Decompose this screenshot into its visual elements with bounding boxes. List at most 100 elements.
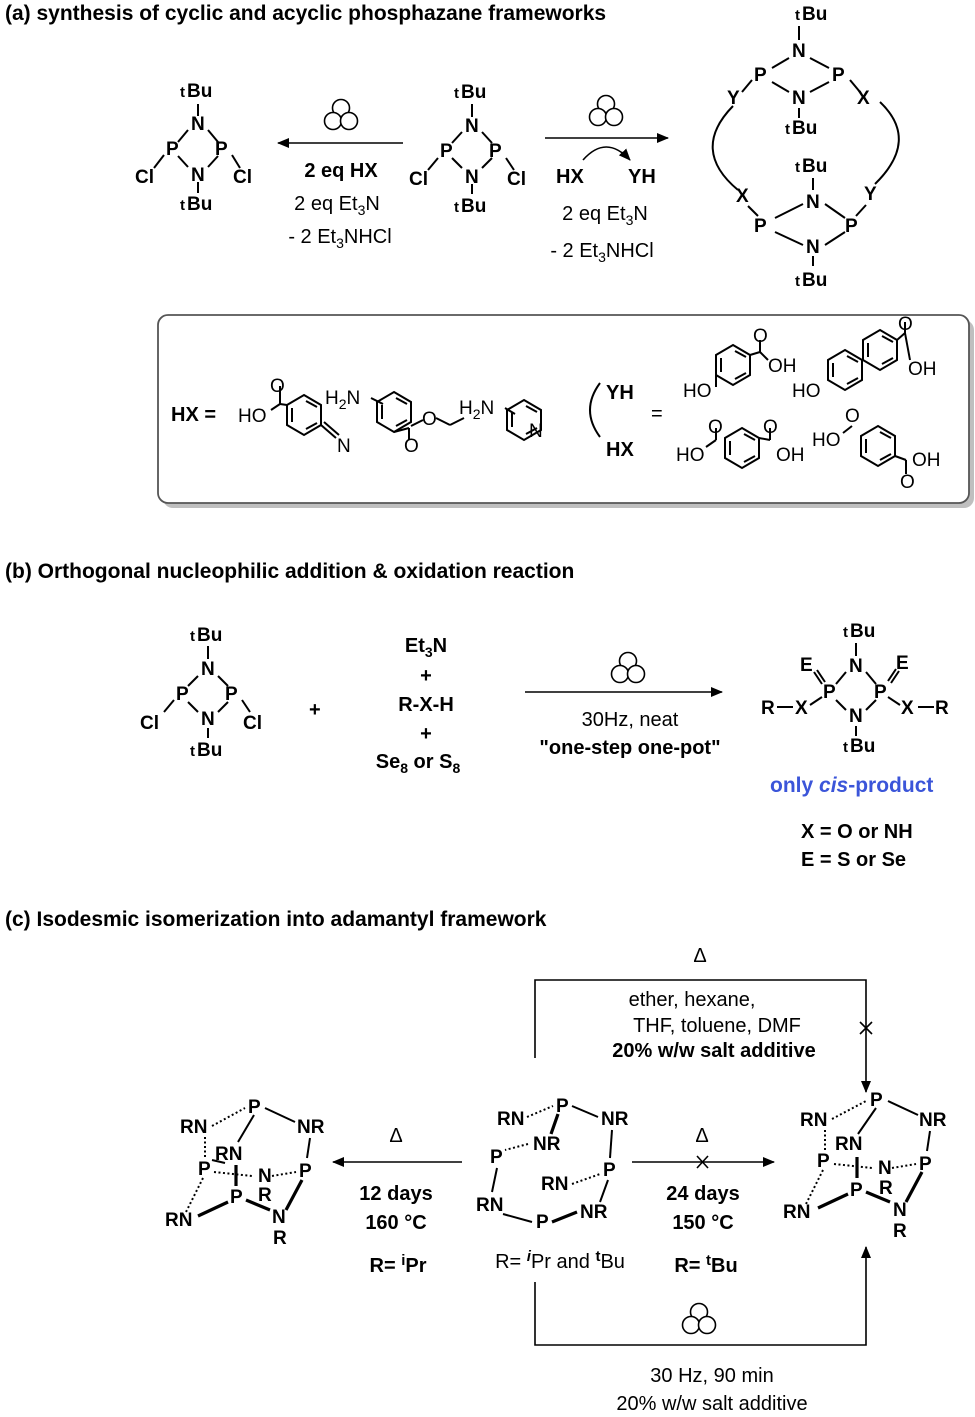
svg-text:P: P bbox=[845, 216, 858, 237]
svg-text:t: t bbox=[843, 739, 848, 756]
svg-text:Bu: Bu bbox=[197, 625, 222, 646]
svg-text:P: P bbox=[225, 684, 238, 705]
svg-text:O: O bbox=[270, 376, 285, 397]
svg-text:O: O bbox=[845, 406, 860, 427]
svg-text:Bu: Bu bbox=[792, 118, 817, 139]
svg-text:N: N bbox=[337, 436, 351, 457]
panel-a-heading: (a) synthesis of cyclic and acyclic phos… bbox=[5, 2, 606, 25]
svg-text:Cl: Cl bbox=[409, 169, 428, 190]
svg-text:OH: OH bbox=[776, 445, 805, 466]
temperature-160: 160 °C bbox=[365, 1212, 426, 1234]
temperature-150: 150 °C bbox=[672, 1212, 733, 1234]
svg-text:t: t bbox=[180, 84, 185, 101]
svg-text:HO: HO bbox=[792, 381, 821, 402]
svg-text:P: P bbox=[489, 141, 502, 162]
svg-text:X: X bbox=[901, 698, 914, 719]
condition-et3n-right: 2 eq Et3N bbox=[562, 203, 648, 228]
svg-text:Bu: Bu bbox=[187, 194, 212, 215]
svg-text:t: t bbox=[795, 159, 800, 176]
svg-text:P: P bbox=[870, 1090, 883, 1111]
svg-text:R: R bbox=[258, 1185, 272, 1206]
salt-additive-top: 20% w/w salt additive bbox=[612, 1040, 815, 1062]
condition-one-pot: "one-step one-pot" bbox=[539, 737, 720, 759]
svg-text:N: N bbox=[201, 659, 215, 680]
svg-text:H2N: H2N bbox=[459, 398, 494, 422]
svg-text:P: P bbox=[919, 1154, 932, 1175]
svg-text:O: O bbox=[753, 326, 768, 347]
svg-text:R: R bbox=[761, 698, 775, 719]
svg-text:Cl: Cl bbox=[135, 167, 154, 188]
svg-text:t: t bbox=[454, 199, 459, 216]
svg-text:O: O bbox=[900, 472, 915, 493]
condition-et3n: 2 eq Et3N bbox=[294, 193, 380, 218]
svg-text:Cl: Cl bbox=[507, 169, 526, 190]
svg-text:RN: RN bbox=[497, 1109, 524, 1130]
svg-text:RN: RN bbox=[783, 1202, 810, 1223]
svg-text:N: N bbox=[272, 1207, 286, 1228]
svg-text:RN: RN bbox=[165, 1210, 192, 1231]
condition-et3nhcl: - 2 Et3NHCl bbox=[288, 226, 391, 251]
definition-e: E = S or Se bbox=[801, 849, 906, 871]
svg-text:=: = bbox=[651, 403, 663, 425]
macrocyclic-phosphazane-product: t Bu N P P N t Bu Y X t Bu X Y N P P bbox=[711, 4, 900, 291]
bottom-loop-arrow bbox=[534, 1246, 871, 1346]
svg-text:RN: RN bbox=[835, 1134, 862, 1155]
svg-text:YH: YH bbox=[606, 382, 634, 404]
solvent-list-2: THF, toluene, DMF bbox=[633, 1015, 801, 1037]
svg-text:P: P bbox=[603, 1160, 616, 1181]
svg-text:NR: NR bbox=[580, 1202, 608, 1223]
cyclic-phosphazane-tetramer: RN P NR NR P P RN RN NR P bbox=[476, 1096, 629, 1233]
svg-text:P: P bbox=[754, 65, 767, 86]
svg-text:O: O bbox=[422, 409, 437, 430]
svg-text:HX =: HX = bbox=[171, 404, 216, 426]
svg-text:N: N bbox=[465, 116, 479, 137]
cis-dichalcogenide-product: t Bu N E E P P N t Bu R X X R bbox=[761, 621, 949, 757]
condition-30hz-neat: 30Hz, neat bbox=[582, 709, 679, 731]
svg-text:HX: HX bbox=[556, 166, 584, 188]
svg-text:R: R bbox=[879, 1178, 893, 1199]
ball-mill-icon bbox=[610, 651, 646, 684]
duration-24-days: 24 days bbox=[666, 1183, 739, 1205]
svg-text:P: P bbox=[248, 1097, 261, 1118]
cyclodiphosphazane-dichloride-b: t Bu N P P N t Bu Cl Cl bbox=[140, 625, 262, 761]
svg-text:N: N bbox=[465, 167, 479, 188]
svg-text:X: X bbox=[857, 88, 870, 109]
svg-text:N: N bbox=[201, 709, 215, 730]
svg-text:P: P bbox=[823, 682, 836, 703]
svg-text:P: P bbox=[536, 1212, 549, 1233]
svg-text:R-X-H: R-X-H bbox=[398, 694, 454, 716]
panel-b-heading: (b) Orthogonal nucleophilic addition & o… bbox=[5, 560, 574, 583]
svg-text:N: N bbox=[792, 88, 806, 109]
svg-text:Cl: Cl bbox=[140, 713, 159, 734]
svg-text:t: t bbox=[454, 85, 459, 102]
svg-text:O: O bbox=[708, 417, 723, 438]
r-tbu-label: R= tBu bbox=[674, 1252, 737, 1277]
svg-text:RN: RN bbox=[476, 1195, 503, 1216]
heat-symbol-top: Δ bbox=[693, 945, 706, 967]
svg-text:P: P bbox=[440, 141, 453, 162]
svg-text:P: P bbox=[556, 1096, 569, 1117]
svg-text:P: P bbox=[832, 65, 845, 86]
svg-text:Y: Y bbox=[727, 88, 740, 109]
svg-text:Bu: Bu bbox=[850, 621, 875, 642]
svg-text:N: N bbox=[878, 1158, 892, 1179]
svg-text:t: t bbox=[190, 743, 195, 760]
svg-text:OH: OH bbox=[768, 356, 797, 377]
salt-additive-bottom: 20% w/w salt additive bbox=[616, 1393, 807, 1415]
svg-text:t: t bbox=[190, 628, 195, 645]
svg-text:Bu: Bu bbox=[802, 156, 827, 177]
svg-text:Bu: Bu bbox=[461, 196, 486, 217]
heat-symbol-left: Δ bbox=[389, 1125, 402, 1147]
svg-text:HO: HO bbox=[683, 381, 712, 402]
svg-text:NR: NR bbox=[533, 1134, 561, 1155]
svg-text:NR: NR bbox=[297, 1117, 325, 1138]
svg-text:N: N bbox=[529, 421, 543, 442]
svg-text:O: O bbox=[404, 436, 419, 457]
ball-mill-icon bbox=[323, 98, 359, 131]
svg-text:P: P bbox=[198, 1159, 211, 1180]
svg-text:P: P bbox=[166, 139, 179, 160]
svg-text:N: N bbox=[258, 1166, 272, 1187]
svg-text:E: E bbox=[896, 653, 909, 674]
svg-text:R: R bbox=[935, 698, 949, 719]
